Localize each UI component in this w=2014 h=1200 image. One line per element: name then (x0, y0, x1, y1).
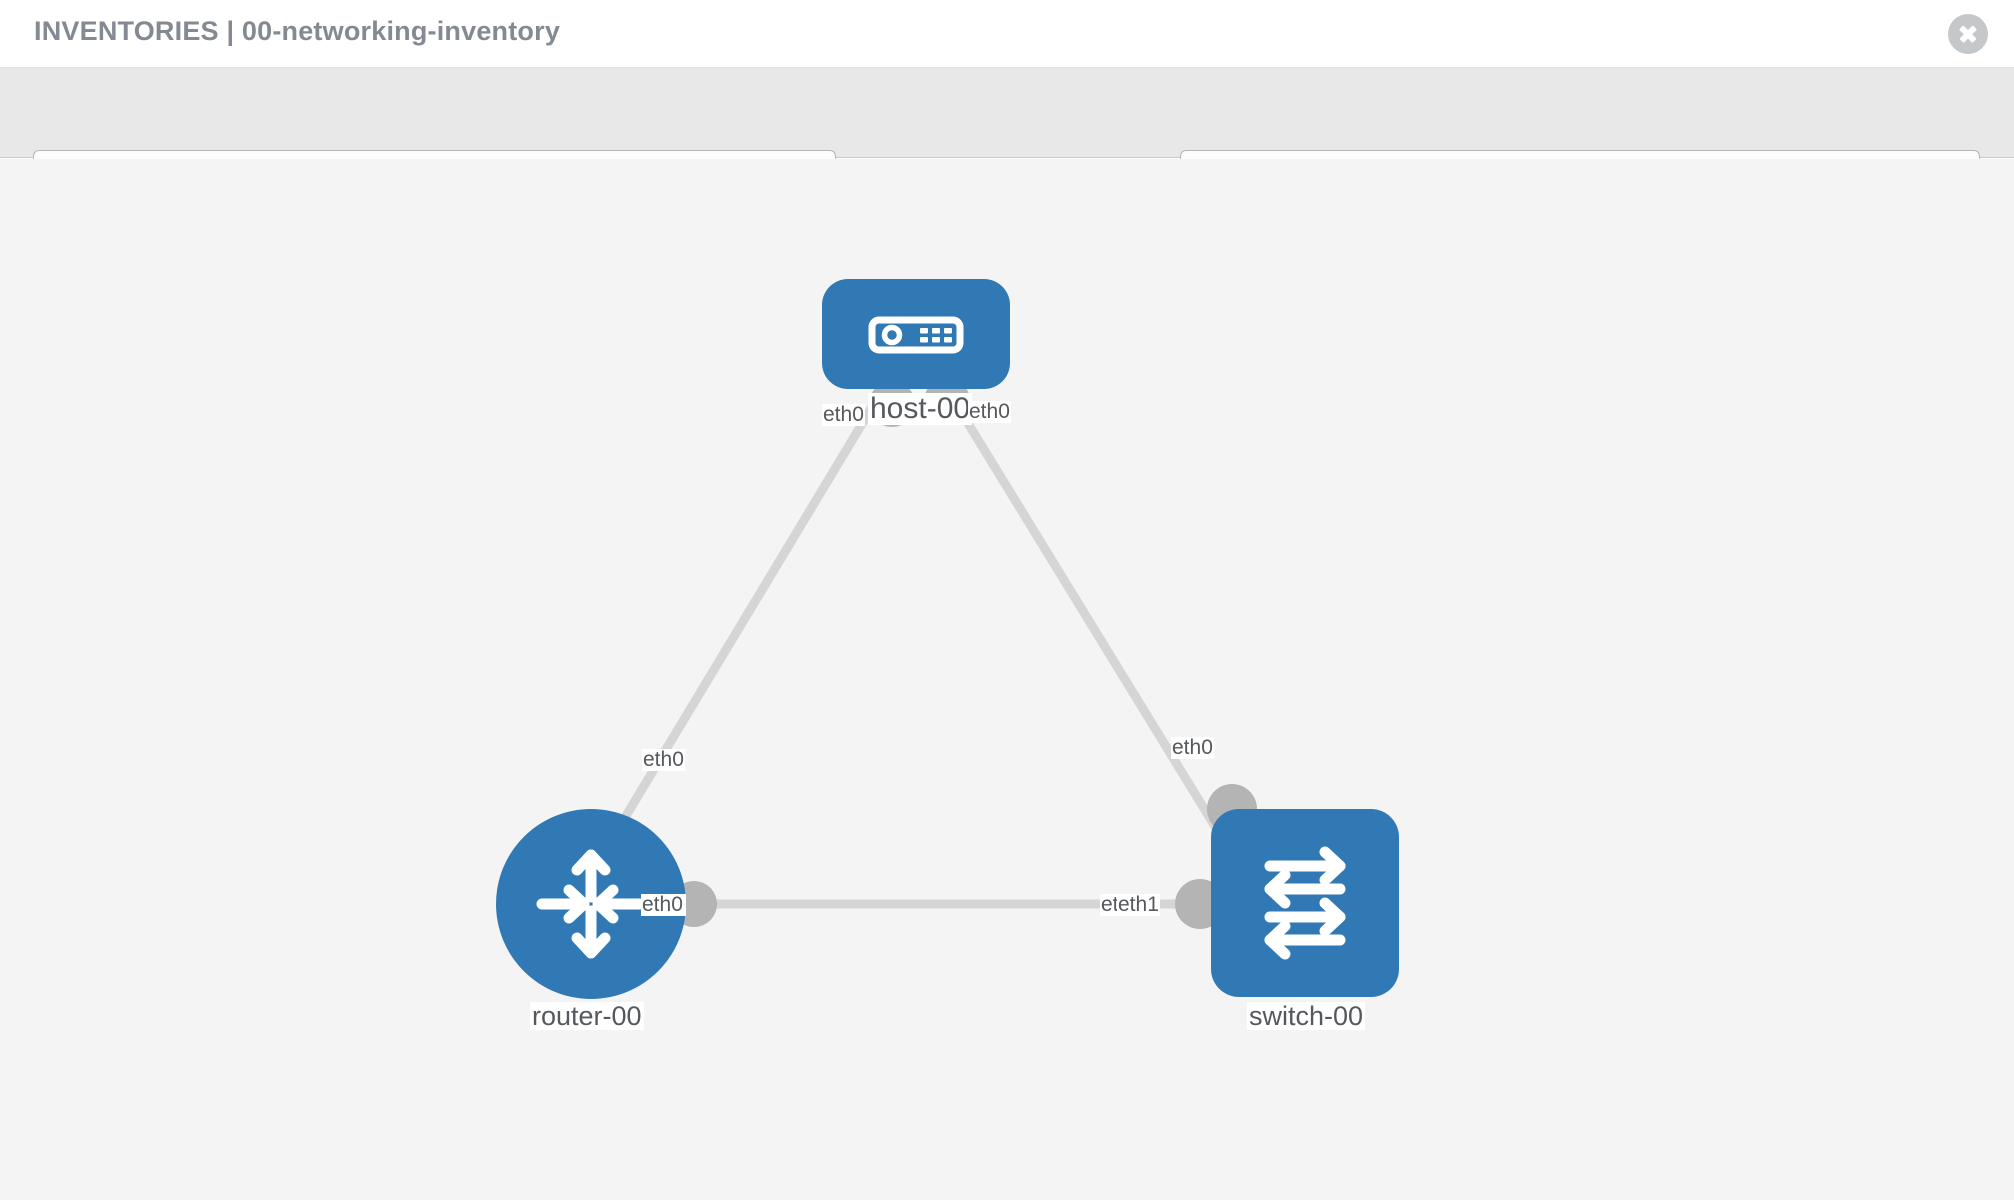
port-label-edge-host-switch: eth0 (1171, 736, 1214, 760)
switch-bidirectional-arrows-icon (1264, 846, 1346, 960)
port-label-edge-router-host: eth0 (642, 748, 685, 772)
edge-router-host[interactable] (596, 391, 884, 862)
port-label-host-right: eth0 (968, 400, 1011, 424)
page-title: INVENTORIES | 00-networking-inventory (34, 16, 561, 46)
close-icon[interactable] (1948, 14, 1988, 54)
switch-node-shape[interactable] (1211, 809, 1399, 997)
router-four-arrows-icon (536, 849, 646, 959)
toolbar: ACTIONS SEARCH (0, 68, 2014, 202)
topology-canvas[interactable]: host-00 router-00 (0, 159, 2014, 1200)
port-label-router-up: eth0 (641, 893, 684, 917)
page-header: INVENTORIES | 00-networking-inventory (0, 0, 2014, 68)
node-label-host: host-00 (868, 392, 973, 425)
edge-host-switch[interactable] (946, 391, 1239, 862)
host-node-shape[interactable] (822, 279, 1010, 389)
port-label-switch-left: eth1 (1117, 893, 1160, 917)
node-label-router: router-00 (530, 1001, 644, 1031)
node-label-switch: switch-00 (1247, 1001, 1366, 1031)
server-appliance-icon (868, 316, 964, 354)
port-label-host-left: eth0 (822, 403, 865, 427)
